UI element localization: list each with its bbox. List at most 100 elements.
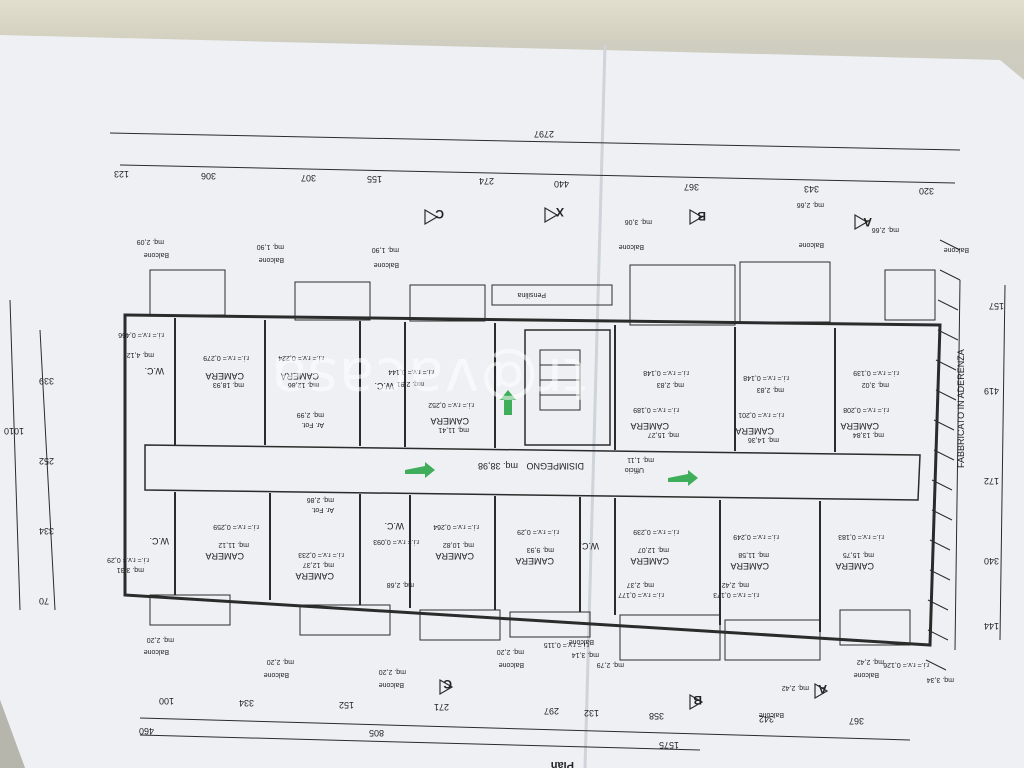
- balcony-label: Balcone: [264, 671, 289, 678]
- rooms-bottom: W.C. mq. 3,31 r.i.= r.v.= 0,29 CAMERA mq…: [107, 496, 954, 683]
- right-dims: 157 419 172 340 144: [984, 301, 1004, 631]
- room-area: mq. 2,68: [387, 581, 414, 588]
- room-ratio: r.i.= r.v.= 0,252: [428, 401, 474, 408]
- balcony-area: mq. 2,42: [782, 684, 809, 691]
- dim-label: 1575: [659, 740, 679, 750]
- corridor-name: DISIMPEGNO: [526, 461, 584, 471]
- room-name: W.C.: [375, 381, 395, 391]
- room-ratio: r.i.= r.v.= 0,466: [118, 331, 164, 338]
- room-name: CAMERA: [205, 371, 244, 381]
- room-area: mq. 2,91: [397, 380, 424, 387]
- room-area: mq. 2,83: [757, 386, 784, 393]
- room-ratio: r.i.= r.v.= 0,173: [713, 591, 759, 598]
- room: CAMERA mq. 9,93 r.i.= r.v.= 0,29: [515, 528, 559, 566]
- balcony-area: mq. 2,20: [379, 668, 406, 675]
- room-area: mq. 2,83: [657, 381, 684, 388]
- room-ratio: r.i.= r.v.= 0,279: [203, 354, 249, 361]
- room: CAMERA mq. 13,84 r.i.= r.v.= 0,208: [840, 406, 889, 438]
- balcony: Balcone mq. 2,66: [872, 226, 969, 253]
- corridor-area: mq. 38,98: [478, 461, 518, 471]
- balcony: Balcone mq. 2,20: [144, 636, 174, 655]
- room-ratio: r.i.= r.v.= 0,29: [517, 528, 559, 535]
- room-area: mq. 12,86: [288, 381, 319, 388]
- room: mq. 2,37 r.i.= r.v.= 0,177: [618, 581, 664, 598]
- room-area: mq. 2,99: [297, 411, 324, 418]
- balcony-area: mq. 1,90: [372, 246, 399, 253]
- balcony: Balcone mq. 2,20: [379, 668, 406, 688]
- bottom-dims: 100 334 152 271 297 132 358 342 367 805 …: [139, 696, 864, 750]
- balcony-area: mq. 2,66: [797, 201, 824, 208]
- room-name: CAMERA: [735, 426, 774, 436]
- dim-label: 320: [919, 186, 934, 196]
- balcony-label: Balcone: [944, 246, 969, 253]
- room: CAMERA mq. 12,86 r.i.= r.v.= 0,224: [278, 354, 324, 388]
- room-area: mq. 2,86: [307, 496, 334, 503]
- room-name: CAMERA: [280, 371, 319, 381]
- room-area: mq. 3,02: [862, 381, 889, 388]
- room-ratio: r.i.= r.v.= 0,139: [853, 369, 899, 376]
- room-area: mq. 15,75: [843, 551, 874, 558]
- room: CAMERA mq. 18,93 r.i.= r.v.= 0,279: [203, 354, 249, 388]
- balcony: Balcone mq. 3,06: [619, 218, 652, 250]
- dim-label: 340: [984, 556, 999, 566]
- room-area: mq. 4,12: [127, 351, 154, 358]
- room-name: Ar. Fot.: [311, 506, 334, 513]
- watermark-logo: tr@vacasa: [270, 345, 587, 413]
- balcony-label: Balcone: [374, 261, 399, 268]
- dim-label: 343: [804, 184, 819, 194]
- ratio-misc: r.i.= r.v.= 0,115: [544, 641, 589, 648]
- room-ratio: r.i.= r.v.= 0,201: [738, 411, 784, 418]
- room-name: W.C.: [580, 541, 600, 551]
- room-name: W.C.: [150, 536, 170, 546]
- balcony: Balcone mq. 2,42: [854, 658, 884, 678]
- room: mq. 3,02 r.i.= r.v.= 0,139: [853, 369, 899, 388]
- room: mq. 2,83 r.i.= r.v.= 0,148: [743, 374, 789, 393]
- dim-label: 306: [201, 171, 216, 181]
- section-label: X: [556, 205, 564, 219]
- dim-label: 358: [649, 711, 664, 721]
- balcony-label: Balcone: [619, 243, 644, 250]
- room: mq. 2,83 r.i.= r.v.= 0,148: [643, 369, 689, 388]
- room-ratio: r.i.= r.v.= 0,126: [883, 661, 929, 668]
- dim-label: 252: [39, 456, 54, 466]
- dim-label: 100: [159, 696, 174, 706]
- balcony-area: mq. 1,90: [257, 243, 284, 250]
- left-dims: 1010 339 252 334 70: [4, 376, 54, 606]
- balcony: Balcone mq. 2,20: [264, 658, 294, 678]
- room-ratio: r.i.= r.v.= 0,233: [298, 551, 344, 558]
- balcony: Balcone mq. 2,20: [497, 648, 524, 668]
- room: Ar. Fot. mq. 2,99: [297, 411, 324, 428]
- room: CAMERA mq. 14,36 r.i.= r.v.= 0,201: [735, 411, 784, 443]
- balcony-area: mq. 2,66: [872, 226, 899, 233]
- room-ratio: r.i.= r.v.= 0,148: [643, 369, 689, 376]
- balcony-label: Balcone: [499, 661, 524, 668]
- balcony-area: mq. 2,20: [267, 658, 294, 665]
- room: W.C. mq. 2,91 r.i.= r.v.= 0,144: [375, 368, 435, 391]
- room: W.C. mq. 2,68 r.i.= r.v.= 0,093: [373, 521, 419, 588]
- room-ratio: r.i.= r.v.= 0,183: [838, 533, 884, 540]
- balconies-bottom: Balcone mq. 2,20 Balcone mq. 2,20 Balcon…: [144, 636, 884, 718]
- balcony: Balcone mq. 1,90: [372, 246, 399, 268]
- dim-label: 152: [339, 700, 354, 710]
- room-name: CAMERA: [730, 561, 769, 571]
- balcony-area: mq. 3,14: [572, 651, 599, 658]
- room-name: CAMERA: [840, 421, 879, 431]
- balcony: Balcone mq. 2,42: [759, 684, 809, 718]
- room: CAMERA mq. 11,41 r.i.= r.v.= 0,252: [428, 401, 474, 433]
- dim-label: 334: [239, 698, 254, 708]
- section-label: A: [863, 215, 872, 229]
- balcony-label: Balcone: [144, 251, 169, 258]
- room: CAMERA mq. 12,37 r.i.= r.v.= 0,233: [295, 551, 344, 581]
- section-label: B: [693, 693, 702, 707]
- section-label: B: [697, 209, 706, 223]
- room-name: CAMERA: [435, 551, 474, 561]
- room-ratio: r.i.= r.v.= 0,249: [733, 533, 779, 540]
- dim-label: 271: [434, 702, 449, 712]
- room-name: CAMERA: [630, 556, 669, 566]
- background-wall: [0, 0, 1024, 40]
- room: Ar. Fot. mq. 2,86: [307, 496, 334, 513]
- section-label: A: [818, 682, 827, 696]
- office-label: Ufficio: [625, 466, 644, 473]
- room: mq. 3,34 r.i.= r.v.= 0,126: [883, 661, 954, 683]
